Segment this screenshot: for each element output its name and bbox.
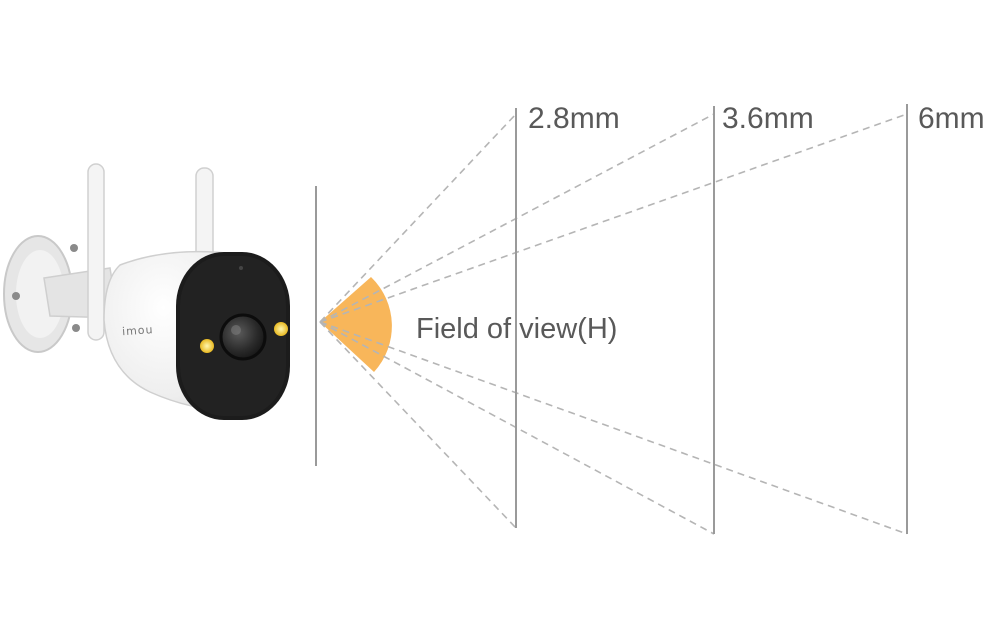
fov-line-6mm-top xyxy=(319,113,908,323)
fov-line-3-6mm-bottom xyxy=(319,321,715,535)
fov-highlight xyxy=(320,277,392,372)
screw-icon xyxy=(72,324,80,332)
camera-illustration: imou xyxy=(3,163,290,420)
lens-icon xyxy=(219,313,267,361)
lens-label-3-6mm: 3.6mm xyxy=(722,102,814,135)
screw-icon xyxy=(70,244,78,252)
brand-label: imou xyxy=(122,323,154,338)
fov-label: Field of view(H) xyxy=(416,313,617,345)
led-right-icon xyxy=(274,322,288,336)
lens-label-2-8mm: 2.8mm xyxy=(528,102,620,135)
fov-line-2-8mm-bottom xyxy=(319,321,517,529)
screw-icon xyxy=(12,292,20,300)
lens-markers xyxy=(515,104,908,534)
lens-label-6mm: 6mm xyxy=(918,102,985,135)
antenna-left xyxy=(87,163,105,341)
led-left-icon xyxy=(200,339,214,353)
antenna-right xyxy=(195,167,214,261)
fov-line-6mm-bottom xyxy=(319,321,908,535)
fov-line-2-8mm-top xyxy=(319,113,517,323)
